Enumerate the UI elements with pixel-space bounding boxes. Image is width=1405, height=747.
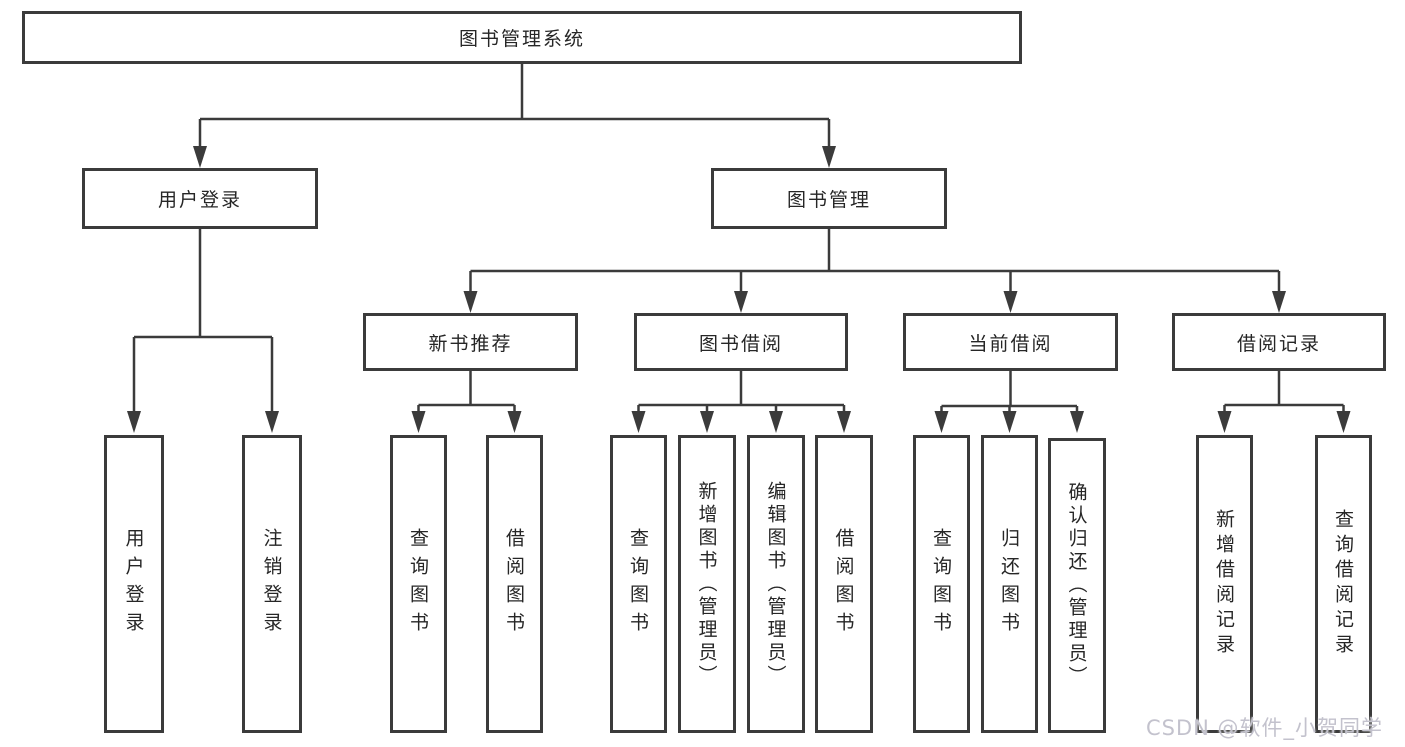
leaf-records-add-record: 新增借阅记录 xyxy=(1196,435,1253,733)
node-user-login: 用户登录 xyxy=(82,168,318,229)
leaf-current-confirm-return-admin: 确认归还（管理员） xyxy=(1048,438,1106,733)
leaf-current-query-books: 查询图书 xyxy=(913,435,970,733)
node-new-book-recommend: 新书推荐 xyxy=(363,313,578,371)
node-root: 图书管理系统 xyxy=(22,11,1022,64)
leaf-borrow-add-books-admin: 新增图书（管理员） xyxy=(678,435,736,733)
node-borrow-records: 借阅记录 xyxy=(1172,313,1386,371)
node-book-borrow: 图书借阅 xyxy=(634,313,848,371)
leaf-borrow-edit-books-admin: 编辑图书（管理员） xyxy=(747,435,805,733)
leaf-current-return-books: 归还图书 xyxy=(981,435,1038,733)
leaf-recommend-borrow-books: 借阅图书 xyxy=(486,435,543,733)
watermark: CSDN @软件_小贺同学 xyxy=(1146,716,1384,740)
leaf-records-query-record: 查询借阅记录 xyxy=(1315,435,1372,733)
leaf-recommend-query-books: 查询图书 xyxy=(390,435,447,733)
leaf-logout: 注销登录 xyxy=(242,435,302,733)
leaf-borrow-borrow-books: 借阅图书 xyxy=(815,435,873,733)
node-current-borrow: 当前借阅 xyxy=(903,313,1118,371)
leaf-user-login: 用户登录 xyxy=(104,435,164,733)
node-book-management: 图书管理 xyxy=(711,168,947,229)
leaf-borrow-query-books: 查询图书 xyxy=(610,435,667,733)
